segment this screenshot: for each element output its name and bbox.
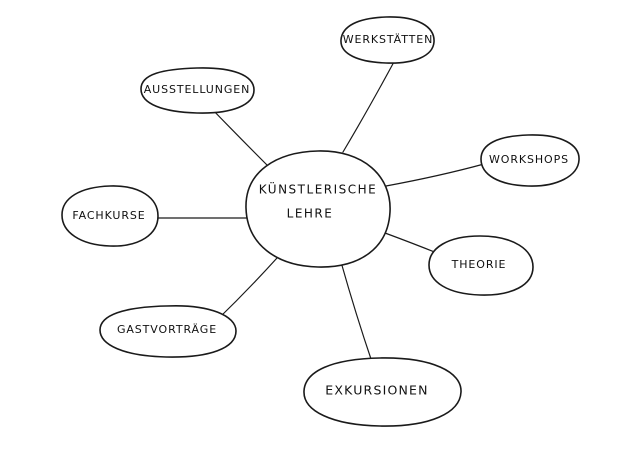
label-ausstellungen: AUSSTELLUNGEN — [144, 83, 251, 96]
connectors — [155, 59, 485, 363]
connector-werkstaetten — [342, 59, 396, 153]
label-exkursionen: EXKURSIONEN — [325, 383, 428, 398]
label-theorie: THEORIE — [451, 258, 507, 271]
bubble-gastvortraege — [99, 305, 237, 358]
connector-ausstellungen — [209, 106, 269, 167]
connector-theorie — [384, 232, 438, 254]
node-werkstaetten: WERKSTÄTTEN — [340, 16, 435, 64]
bubble-fachkurse — [61, 185, 159, 247]
bubble-workshops — [480, 134, 580, 187]
node-theorie: THEORIE — [428, 235, 534, 296]
center-label-line2: LEHRE — [287, 207, 334, 221]
label-fachkurse: FACHKURSE — [72, 209, 145, 222]
bubble-theorie — [428, 235, 534, 296]
connector-workshops — [385, 163, 485, 187]
bubble-ausstellungen — [140, 67, 255, 114]
center-label-line1: KÜNSTLERISCHE — [259, 181, 378, 197]
center-node: KÜNSTLERISCHE LEHRE — [245, 150, 391, 268]
node-ausstellungen: AUSSTELLUNGEN — [140, 67, 255, 114]
node-gastvortraege: GASTVORTRÄGE — [99, 305, 237, 358]
bubble-exkursionen — [303, 357, 462, 427]
connector-exkursionen — [340, 261, 373, 363]
label-werkstaetten: WERKSTÄTTEN — [343, 33, 434, 46]
bubble-werkstaetten — [340, 16, 435, 64]
center-bubble — [245, 150, 391, 268]
node-workshops: WORKSHOPS — [480, 134, 580, 187]
node-exkursionen: EXKURSIONEN — [303, 357, 462, 427]
node-fachkurse: FACHKURSE — [61, 185, 159, 247]
label-gastvortraege: GASTVORTRÄGE — [117, 323, 217, 336]
label-workshops: WORKSHOPS — [489, 153, 569, 166]
connector-gastvortraege — [216, 257, 278, 321]
